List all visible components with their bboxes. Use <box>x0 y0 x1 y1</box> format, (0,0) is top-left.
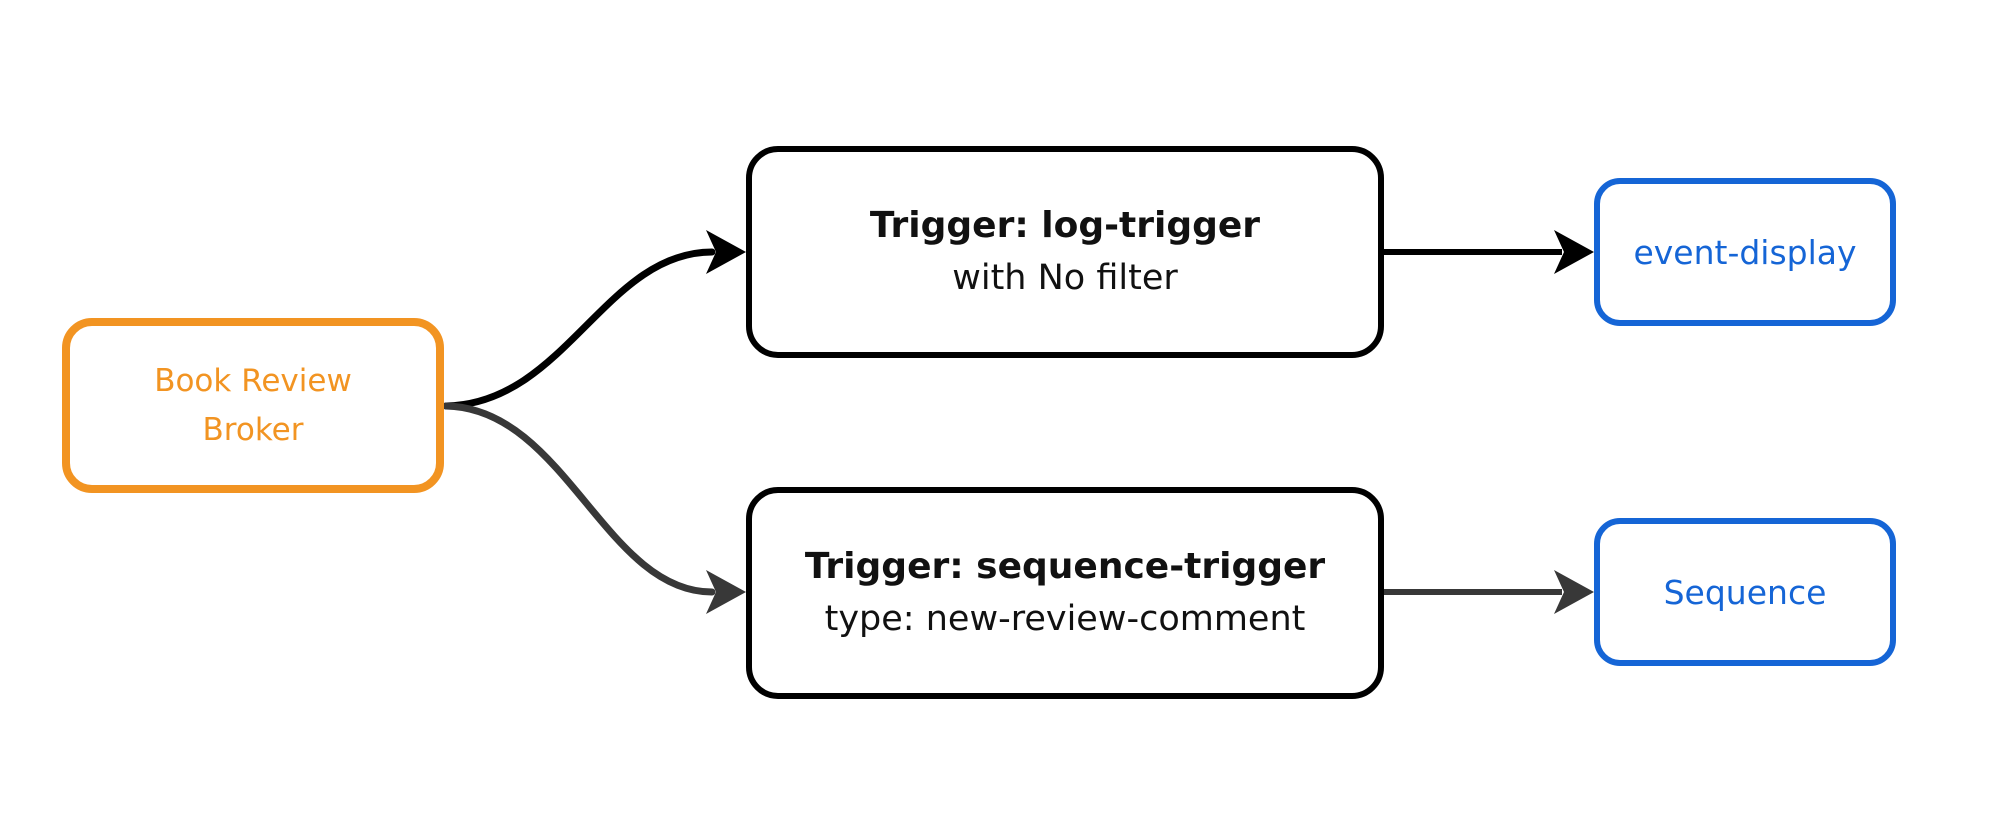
edge-broker-to-sequence-trigger <box>442 402 746 614</box>
node-sequence-trigger: Trigger: sequence-trigger type: new-revi… <box>746 487 1384 699</box>
edge-log-trigger-to-event-display <box>1384 230 1594 274</box>
node-sequence-trigger-title: Trigger: sequence-trigger <box>804 545 1326 587</box>
node-book-review-broker: Book Review Broker <box>62 318 444 493</box>
node-book-review-broker-label: Book Review Broker <box>154 363 352 448</box>
node-sequence-trigger-subtitle: type: new-review-comment <box>824 598 1306 639</box>
edge-broker-to-log-trigger-arrowhead <box>706 230 746 274</box>
edge-log-trigger-to-event-display-arrowhead <box>1554 230 1594 274</box>
node-log-trigger-title: Trigger: log-trigger <box>869 204 1261 246</box>
edge-broker-to-sequence-trigger-arrowhead <box>706 570 746 614</box>
edge-sequence-trigger-to-sequence-arrowhead <box>1554 570 1594 614</box>
node-log-trigger: Trigger: log-trigger with No filter <box>746 146 1384 358</box>
edge-broker-to-sequence-trigger-line <box>442 402 716 596</box>
node-log-trigger-subtitle: with No filter <box>952 257 1178 298</box>
edge-sequence-trigger-to-sequence <box>1384 570 1594 614</box>
edge-broker-to-log-trigger-line <box>442 248 716 410</box>
node-sequence-label: Sequence <box>1663 572 1827 612</box>
node-event-display: event-display <box>1594 178 1896 326</box>
edge-broker-to-log-trigger <box>442 230 746 410</box>
node-event-display-label: event-display <box>1633 232 1857 272</box>
node-sequence: Sequence <box>1594 518 1896 666</box>
